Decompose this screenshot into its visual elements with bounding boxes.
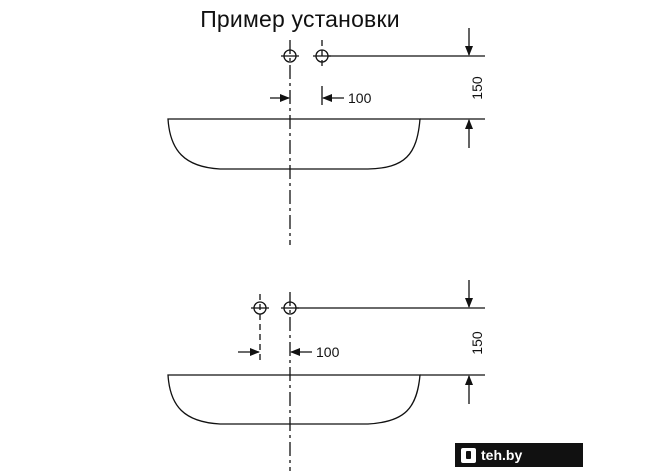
shelf-outline	[167, 374, 421, 425]
height-label-bottom: 150	[469, 331, 485, 355]
diagram-top	[167, 28, 485, 245]
watermark-badge: teh.by	[455, 443, 583, 467]
watermark-text: teh.by	[481, 447, 523, 463]
height-label-top: 150	[469, 76, 485, 100]
phone-icon	[461, 447, 476, 463]
page-title: Пример установки	[200, 6, 400, 32]
spacing-label-bottom: 100	[316, 344, 340, 360]
spacing-label-top: 100	[348, 90, 372, 106]
shelf-outline	[167, 118, 421, 170]
diagram-bottom	[167, 280, 485, 471]
